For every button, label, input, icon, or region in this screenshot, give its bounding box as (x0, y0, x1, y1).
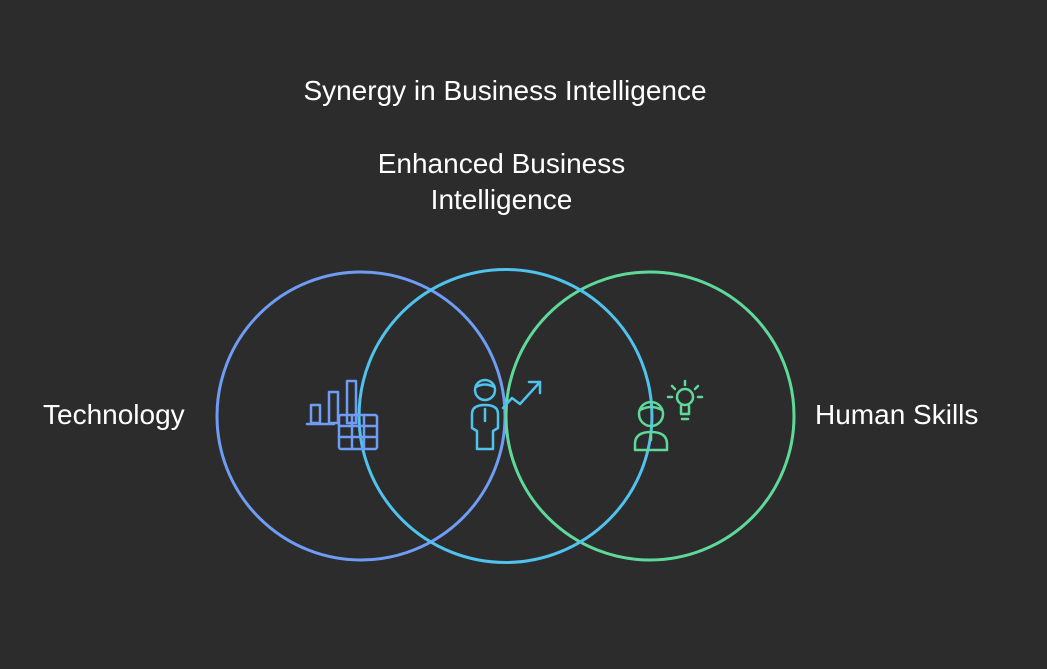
person-lightbulb-icon (633, 379, 704, 452)
intersection-lens (357, 267, 654, 565)
person-growth-arrow-icon (470, 378, 542, 451)
diagram-title: Synergy in Business Intelligence (303, 75, 707, 106)
technology-label: Technology (43, 399, 185, 430)
human-skills-circle (504, 270, 796, 562)
human-skills-label: Human Skills (815, 399, 979, 430)
intersection-label: Enhanced Business Intelligence (0, 146, 1003, 218)
intersection-label-line-1: Enhanced Business (377, 148, 626, 179)
intersection-label-line-2: Intelligence (430, 184, 573, 215)
chart-and-table-icon (305, 379, 379, 451)
